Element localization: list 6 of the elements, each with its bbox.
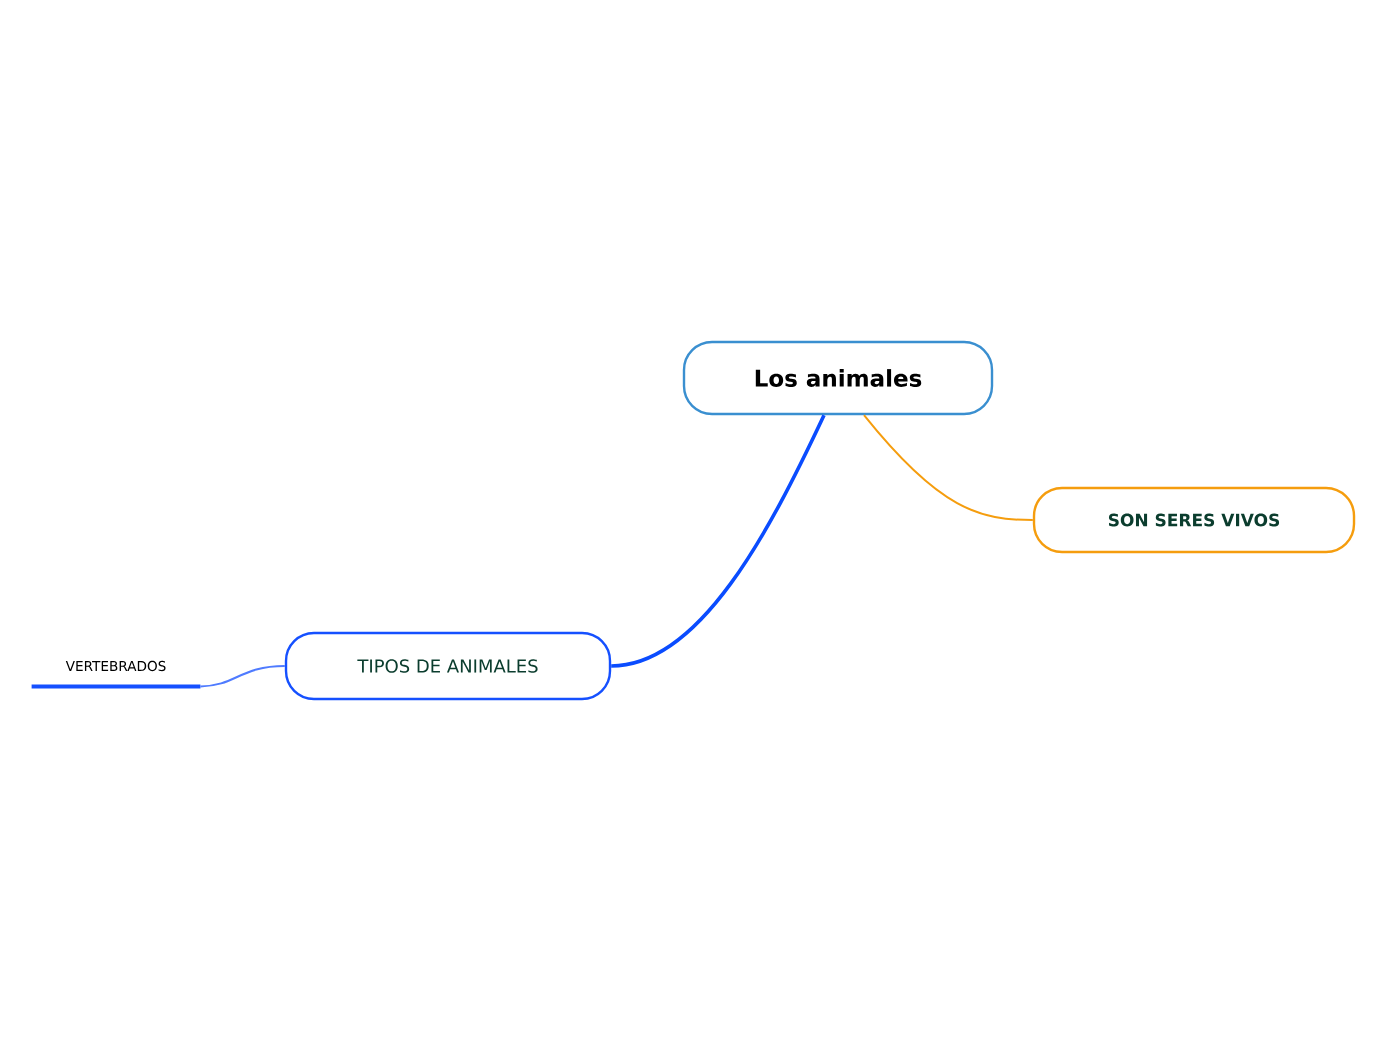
connector-line — [863, 414, 1034, 521]
topic-box: SON SERES VIVOS — [1032, 486, 1356, 554]
topic-box: TIPOS DE ANIMALES — [284, 631, 612, 701]
topic-box: Los animales — [682, 340, 994, 416]
connector-line — [199, 665, 286, 688]
connector-line — [611, 414, 826, 668]
